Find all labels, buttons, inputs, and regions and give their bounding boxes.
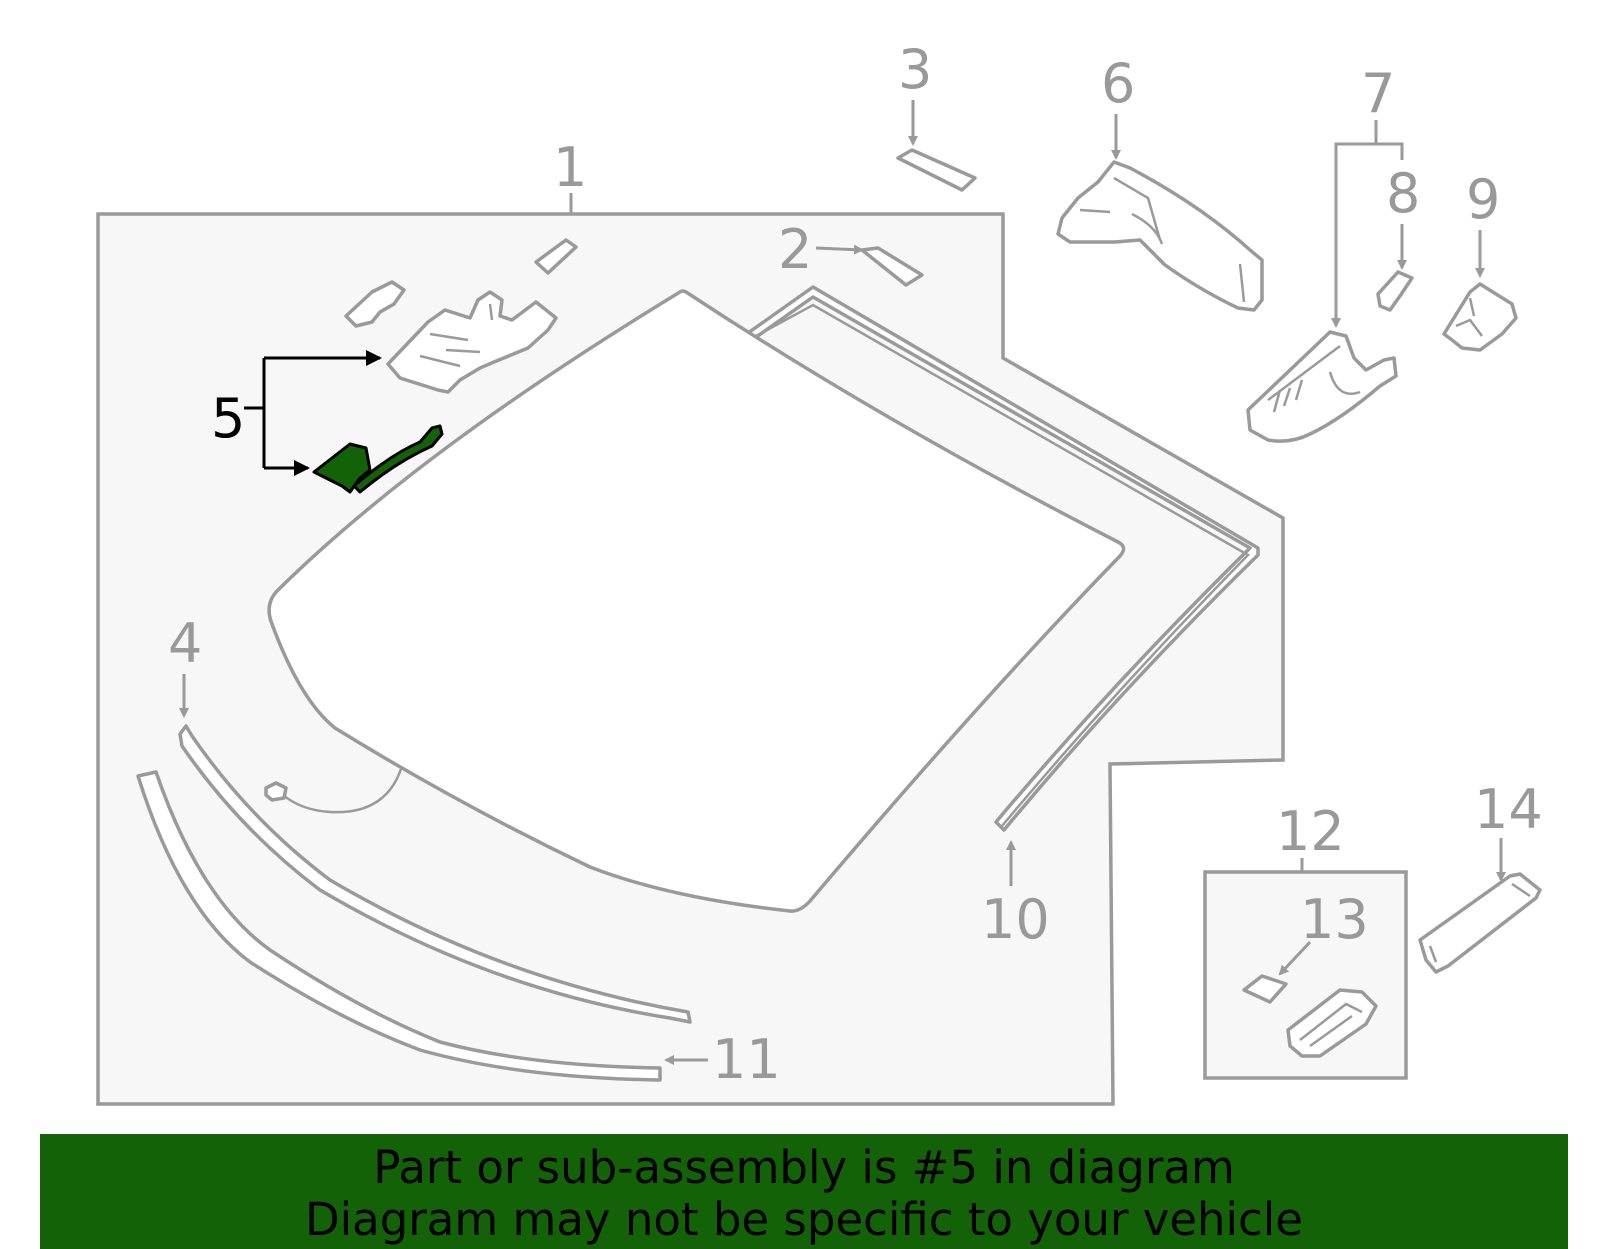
callout-11: 11 [712, 1028, 781, 1091]
part-12-lamp [1286, 988, 1378, 1058]
part-7-housing [1246, 330, 1398, 443]
mount-bracket-detail [419, 303, 494, 368]
weatherstrip-outer [746, 285, 1260, 832]
callout-13: 13 [1300, 888, 1369, 951]
callout-14: 14 [1474, 778, 1543, 841]
windshield-glass [267, 289, 1126, 913]
callout-6: 6 [1101, 52, 1135, 115]
callout-1: 1 [553, 136, 587, 199]
callout-2: 2 [778, 218, 812, 281]
callout-5: 5 [211, 387, 245, 450]
part-3 [896, 148, 977, 192]
banner-line-2: Diagram may not be specific to your vehi… [305, 1193, 1303, 1246]
part-13-pad [1242, 974, 1288, 1004]
part-8-clip [1376, 270, 1414, 312]
sensor-wire [281, 768, 403, 814]
part-9-detail [1455, 297, 1483, 337]
rain-sensor [312, 442, 372, 494]
part-4-molding [178, 724, 692, 1024]
clip-part-left [344, 280, 406, 328]
callout-9: 9 [1466, 168, 1500, 231]
callout-4: 4 [168, 612, 202, 675]
sensor-harness [352, 424, 444, 494]
part-12-lamp-detail [1299, 1002, 1363, 1048]
part-2 [860, 246, 924, 287]
part-6-detail [1079, 176, 1246, 303]
callout-3: 3 [898, 38, 932, 101]
weatherstrip-inner-line [755, 303, 1251, 827]
part-11-molding [136, 770, 662, 1082]
callout-8: 8 [1386, 162, 1420, 225]
callout-7-leader [1334, 120, 1404, 322]
part-9-cover [1442, 282, 1518, 352]
highlighted-part-5 [312, 424, 444, 494]
callout-7: 7 [1361, 62, 1395, 125]
banner-line-1: Part or sub-assembly is #5 in diagram [373, 1141, 1235, 1194]
notice-banner: Part or sub-assembly is #5 in diagram Di… [40, 1134, 1568, 1249]
mount-bracket [386, 290, 558, 394]
part-7-detail [1267, 345, 1361, 413]
clip-part-top [534, 238, 578, 275]
part-14-detail [1428, 882, 1531, 963]
callout-13-leader [1278, 940, 1312, 976]
sensor-connector [264, 781, 288, 802]
callout-12: 12 [1276, 800, 1345, 863]
callout-2-leader [815, 244, 864, 255]
part-14-trim [1418, 872, 1542, 974]
callout-10: 10 [981, 888, 1050, 951]
